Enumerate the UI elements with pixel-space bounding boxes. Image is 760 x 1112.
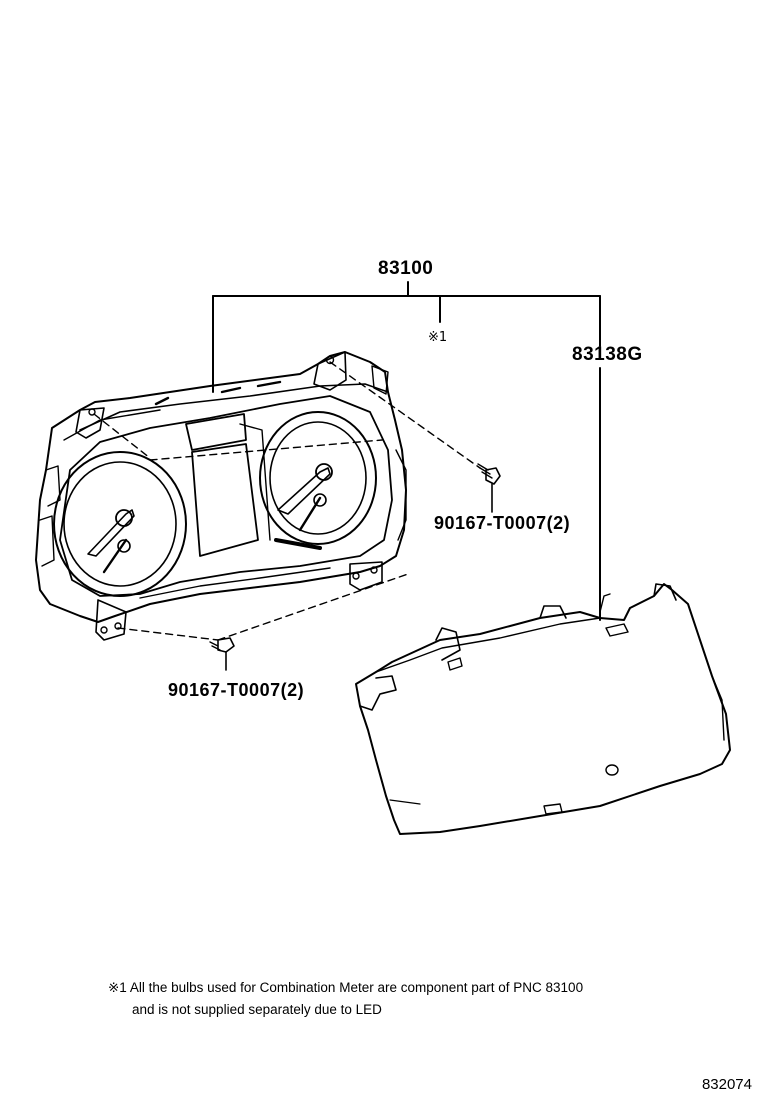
rear-cover	[355, 583, 731, 835]
callout-83138g: 83138G	[572, 344, 643, 365]
footnote: ※1 All the bulbs used for Combination Me…	[108, 977, 583, 1021]
footnote-line-1: ※1 All the bulbs used for Combination Me…	[108, 980, 584, 995]
screw-leader-lines	[93, 361, 481, 641]
callout-note-mark: ※1	[428, 330, 448, 345]
screw-right-icon	[477, 463, 501, 513]
callout-bracket-83100	[212, 281, 601, 621]
callout-screw-right: 90167-T0007(2)	[434, 513, 571, 533]
combination-meter-assembly	[35, 351, 407, 641]
footnote-line-2: and is not supplied separately due to LE…	[132, 1002, 382, 1017]
screw-left-icon	[209, 637, 235, 671]
callout-83100: 83100	[378, 258, 434, 279]
callout-screw-left: 90167-T0007(2)	[168, 680, 305, 700]
diagram-id: 832074	[701, 1076, 752, 1093]
